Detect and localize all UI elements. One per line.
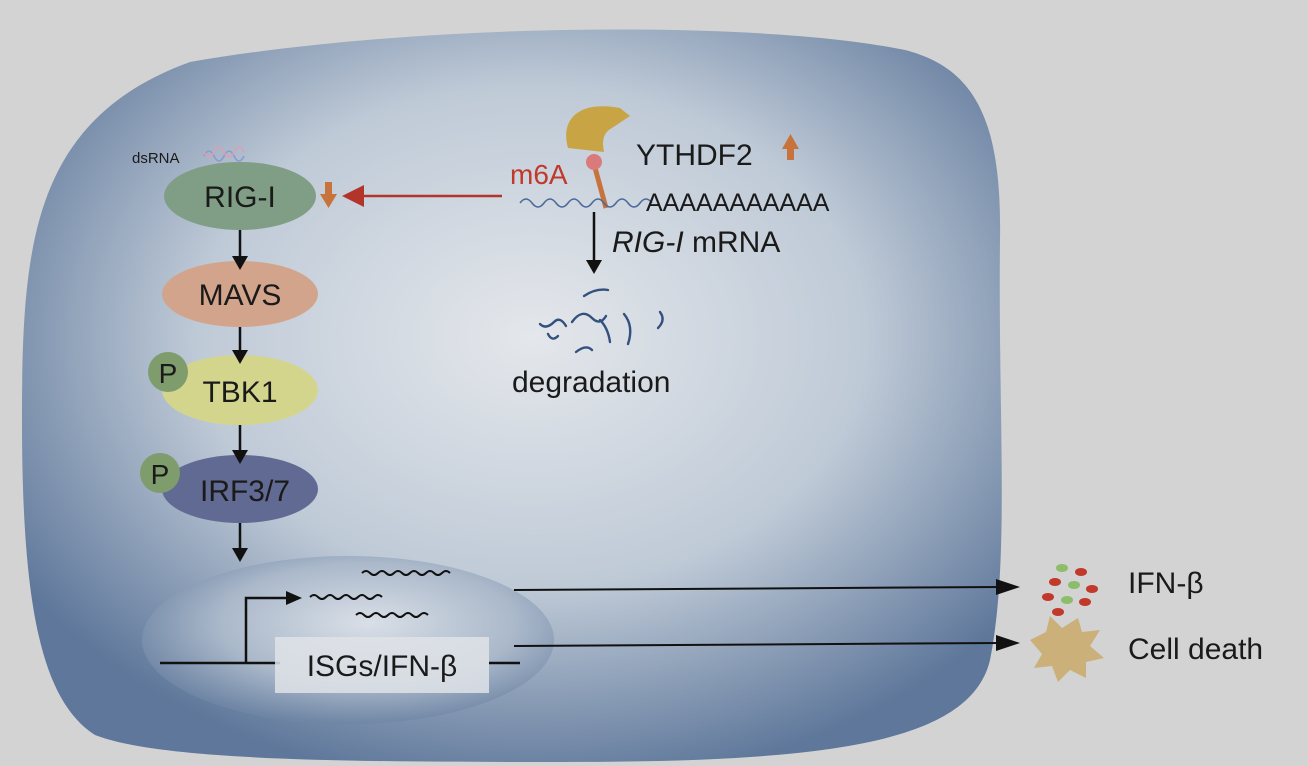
rig-i-gene-name: RIG-I xyxy=(612,226,684,259)
inhibit-arrow xyxy=(342,185,502,207)
mavs-label: MAVS xyxy=(199,279,282,312)
output-arrows xyxy=(513,586,1001,647)
dsrna-label: dsRNA xyxy=(132,150,180,167)
isgs-label: ISGs/IFN-β xyxy=(307,650,458,683)
degraded-rna-icon xyxy=(538,288,664,354)
phospho-circle-tbk1 xyxy=(148,352,188,392)
dsrna-icon xyxy=(203,146,245,162)
cell-death-label: Cell death xyxy=(1128,633,1263,666)
promoter-arrow xyxy=(160,596,288,665)
rig-i-mrna-label: RIG-I mRNA xyxy=(612,226,780,259)
rig-i-label: RIG-I xyxy=(204,181,276,214)
degradation-label: degradation xyxy=(512,366,670,399)
mrna-strand xyxy=(519,198,653,208)
phospho-circle-irf xyxy=(140,453,180,493)
poly-a-tail: AAAAAAAAAAA xyxy=(646,189,830,217)
phospho-label-tbk1: P xyxy=(159,358,178,389)
isgs-label-box xyxy=(275,637,489,693)
tbk1-label: TBK1 xyxy=(202,376,277,409)
pathway-arrows xyxy=(232,230,248,562)
transcripts-icon xyxy=(309,570,451,618)
mavs-node xyxy=(162,261,318,327)
tbk1-node xyxy=(162,355,318,425)
arrow-up-icon xyxy=(782,134,799,160)
ythdf2-icon xyxy=(566,106,630,152)
arrow-down-icon xyxy=(320,182,337,208)
phospho-label-irf: P xyxy=(151,459,170,490)
cell-death-burst-icon xyxy=(1030,616,1104,682)
ifn-beta-label: IFN-β xyxy=(1128,567,1204,600)
m6a-label: m6A xyxy=(510,159,568,190)
mrna-word: mRNA xyxy=(684,226,781,259)
cytokine-dots-icon xyxy=(1042,564,1098,616)
ythdf2-label: YTHDF2 xyxy=(636,139,753,172)
irf-node xyxy=(162,455,318,523)
m6a-dot xyxy=(586,154,602,170)
irf-label: IRF3/7 xyxy=(200,475,290,508)
rig-i-node xyxy=(164,162,316,230)
m6a-stem xyxy=(591,163,609,209)
